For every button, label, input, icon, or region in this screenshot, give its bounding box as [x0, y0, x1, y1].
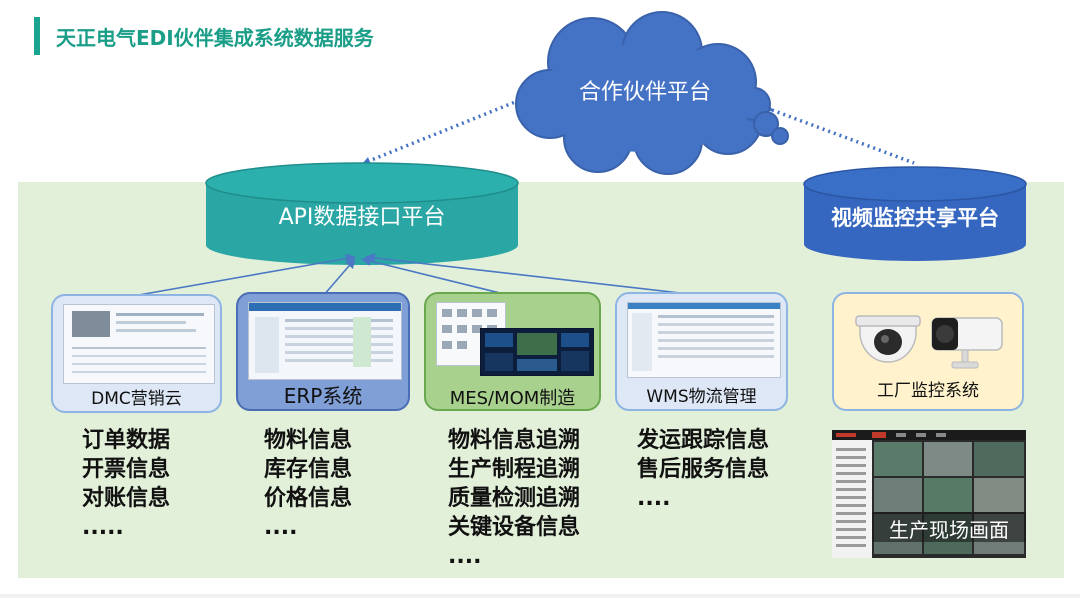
erp-item: 库存信息 — [264, 457, 353, 482]
bottom-rule — [0, 594, 1080, 598]
camera-icons — [855, 315, 1003, 369]
video-platform-label: 视频监控共享平台 — [831, 206, 999, 230]
camera-card: 工厂监控系统 — [832, 292, 1024, 411]
system-card-mes-label: MES/MOM制造 — [449, 388, 576, 409]
mes-dashboard — [480, 328, 594, 376]
feed-tile — [974, 442, 1024, 476]
mes-item: 生产制程追溯 — [448, 457, 581, 482]
wms-item: 售后服务信息 — [637, 457, 770, 482]
dmc-screenshot — [63, 304, 215, 384]
mes-item-list: 物料信息追溯 生产制程追溯 质量检测追溯 关键设备信息 .... — [448, 426, 580, 571]
factory-feed: 生产现场画面 — [832, 430, 1026, 558]
dmc-item: 对账信息 — [82, 486, 171, 511]
factory-feed-label: 生产现场画面 — [889, 518, 1009, 542]
feed-tile — [874, 478, 922, 512]
dome-camera-icon — [855, 315, 921, 363]
feed-tile — [924, 442, 972, 476]
dmc-item: ..... — [82, 515, 124, 540]
feed-caption-bg — [872, 512, 1026, 542]
wms-item: 发运跟踪信息 — [637, 428, 770, 453]
wms-item-list: 发运跟踪信息 售后服务信息 .... — [637, 426, 769, 513]
bullet-camera-icon — [931, 317, 1003, 369]
system-card-dmc-label: DMC营销云 — [91, 389, 182, 409]
page-title: 天正电气EDI伙伴集成系统数据服务 — [56, 26, 374, 50]
cloud-to-api-connector — [362, 92, 533, 165]
feed-tile — [924, 478, 972, 512]
title-accent-bar — [34, 17, 40, 55]
camera-card-label: 工厂监控系统 — [877, 381, 979, 401]
api-cylinder — [205, 162, 519, 265]
feed-toolbar — [832, 430, 1026, 440]
system-card-wms: WMS物流管理 — [615, 292, 788, 411]
feed-tile — [974, 478, 1024, 512]
video-cylinder — [803, 166, 1027, 261]
mes-item: 物料信息追溯 — [448, 428, 581, 453]
cloud-label: 合作伙伴平台 — [578, 80, 711, 105]
system-to-api-arrows — [132, 253, 707, 297]
system-card-wms-label: WMS物流管理 — [646, 387, 757, 407]
dmc-item: 开票信息 — [82, 457, 171, 482]
erp-item: 物料信息 — [264, 428, 353, 453]
mes-item: 质量检测追溯 — [448, 486, 581, 511]
erp-item: .... — [264, 515, 298, 540]
erp-screenshot — [248, 302, 402, 380]
wms-item: .... — [637, 486, 671, 511]
mes-item: 关键设备信息 — [448, 515, 581, 540]
api-platform-label: API数据接口平台 — [278, 205, 446, 230]
mes-item: .... — [448, 544, 482, 569]
system-card-dmc: DMC营销云 — [51, 294, 222, 413]
dmc-item-list: 订单数据 开票信息 对账信息 ..... — [82, 426, 170, 542]
system-card-erp: ERP系统 — [236, 292, 410, 411]
system-card-mes: MES/MOM制造 — [424, 292, 601, 411]
erp-item: 价格信息 — [264, 486, 353, 511]
wms-screenshot — [627, 302, 781, 378]
system-card-erp-label: ERP系统 — [283, 384, 363, 408]
dmc-item: 订单数据 — [82, 428, 171, 453]
feed-device-list — [832, 440, 872, 558]
feed-tile — [874, 442, 922, 476]
erp-item-list: 物料信息 库存信息 价格信息 .... — [264, 426, 352, 542]
cloud-to-video-connector — [764, 104, 915, 165]
partner-cloud — [515, 11, 789, 175]
